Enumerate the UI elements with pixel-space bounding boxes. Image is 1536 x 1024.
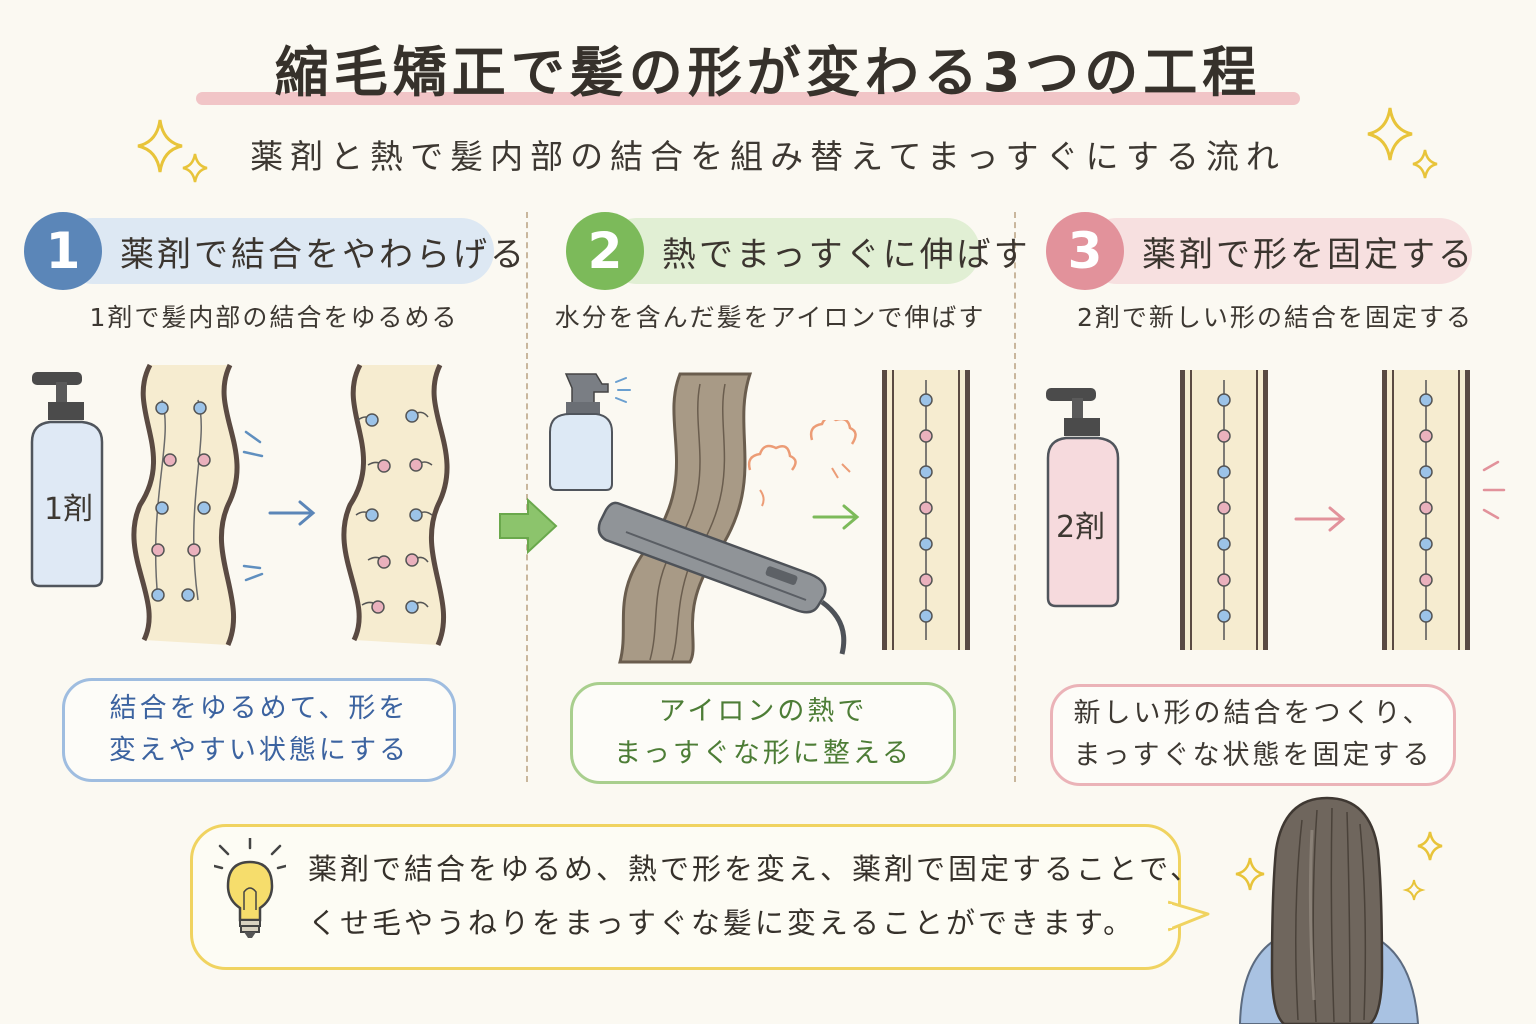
step-2-note: アイロンの熱で まっすぐな形に整える [570,682,956,784]
sparkle-icon [1235,831,1443,901]
arrow-right-icon [268,500,316,526]
step-2-number: 2 [566,212,644,290]
sparkle-icon [137,119,208,183]
step-3-number: 3 [1046,212,1124,290]
title-underline [196,92,1300,105]
bottle-2-label: 2剤 [1056,510,1106,545]
note-line: まっすぐな形に整える [613,738,913,769]
step-2-header: 2 熱でまっすぐに伸ばす [566,212,1031,290]
step-1-pill [60,218,494,284]
straight-hair-strand [1180,370,1268,650]
step-transition-arrow-icon [499,497,558,555]
shine-lines-icon [1482,460,1506,520]
step-1-description: 1剤で髪内部の結合をゆるめる [89,303,459,332]
step-2-pill [604,218,980,284]
divider [1014,212,1016,782]
sparkle-icon [1367,107,1438,179]
step-1-title: 薬剤で結合をやわらげる [120,234,527,275]
straight-hair-strand [882,370,970,650]
summary-line: 薬剤で結合をゆるめ、熱で形を変え、薬剤で固定することで、 [308,852,1202,886]
arrow-right-icon [1294,506,1346,532]
spray-bottle-icon [549,373,631,491]
straight-hair-woman-illustration [1238,796,1420,1024]
step-3-header: 3 薬剤で形を固定する [1046,212,1475,290]
step-3-pill [1084,218,1472,284]
bottle-2-icon [1046,388,1120,608]
note-line: 変えやすい状態にする [108,735,410,766]
arrow-right-icon [812,504,860,530]
page-title: 縮毛矯正で髪の形が変わる3つの工程 [274,41,1262,104]
note-line: 新しい形の結合をつくり、 [1073,698,1433,729]
step-2-title: 熱でまっすぐに伸ばす [662,234,1031,275]
lightbulb-icon [214,838,286,938]
motion-lines-icon [242,430,264,582]
step-3-title: 薬剤で形を固定する [1142,234,1475,275]
divider [526,212,528,782]
loosened-hair-strand [341,363,450,647]
summary-line: くせ毛やうねりをまっすぐな髪に変えることができます。 [308,906,1136,940]
step-3-note: 新しい形の結合をつくり、 まっすぐな状態を固定する [1050,684,1456,786]
wavy-hair-strand [131,363,240,647]
fixed-hair-strand [1382,370,1470,650]
steam-icon [747,420,857,507]
summary-box [190,824,1181,970]
bottle-1-label: 1剤 [44,492,94,527]
flat-iron-on-hair [597,372,847,664]
bottle-1-icon [30,372,104,588]
step-1-number: 1 [24,212,102,290]
step-1-note: 結合をゆるめて、形を 変えやすい状態にする [62,678,456,782]
page-subtitle: 薬剤と熱で髪内部の結合を組み替えてまっすぐにする流れ [250,137,1286,176]
step-3-description: 2剤で新しい形の結合を固定する [1077,303,1473,332]
note-line: アイロンの熱で [658,696,868,727]
step-1-header: 1 薬剤で結合をやわらげる [24,212,527,290]
note-line: まっすぐな状態を固定する [1073,740,1433,771]
step-2-description: 水分を含んだ髪をアイロンで伸ばす [554,303,986,332]
speech-tail [1168,900,1210,932]
note-line: 結合をゆるめて、形を [109,693,409,724]
